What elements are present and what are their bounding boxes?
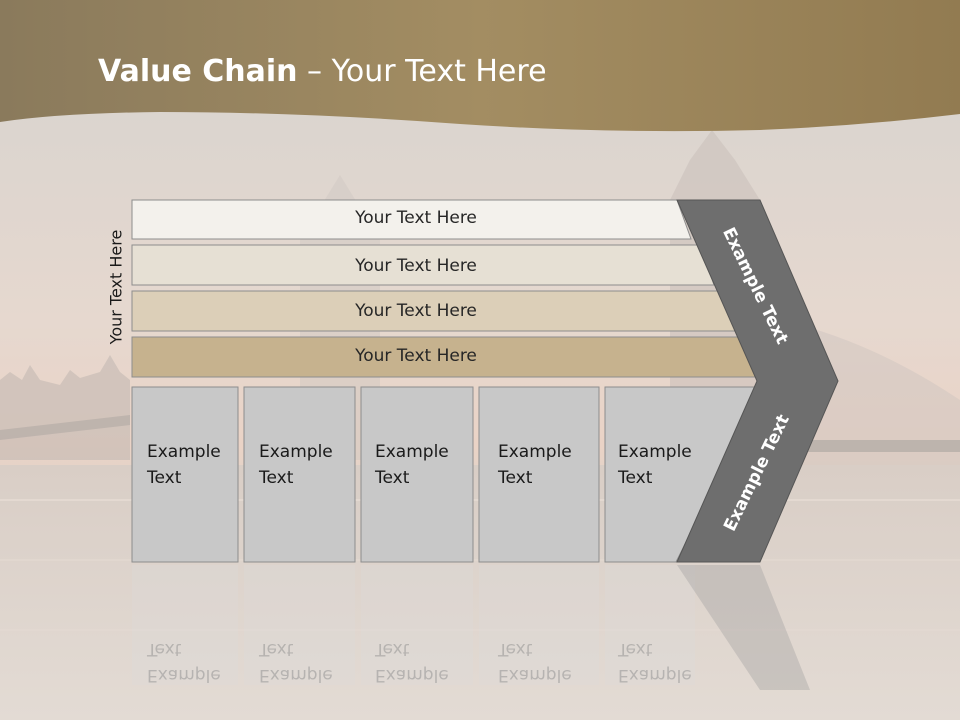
box-5-reflection: Example Text xyxy=(618,636,718,688)
box-3-reflection: Example Text xyxy=(375,636,475,688)
box-2-reflection: Example Text xyxy=(259,636,359,688)
box-2-shape xyxy=(243,386,356,563)
title-rest: – Your Text Here xyxy=(297,54,547,89)
box-4-reflection-line-1: Example xyxy=(498,665,572,685)
side-label: Your Text Here xyxy=(106,229,126,345)
box-4-shape xyxy=(478,386,600,563)
box-2-reflection-line-1: Example xyxy=(259,665,333,685)
box-4-line-1: Example xyxy=(498,442,572,462)
box-5-line-2: Text xyxy=(618,468,653,488)
box-4-line-2: Text xyxy=(498,468,533,488)
chevron-shape xyxy=(676,199,839,563)
band-1-shape xyxy=(131,199,692,240)
band-3-label: Your Text Here xyxy=(355,301,477,321)
band-2-label: Your Text Here xyxy=(355,256,477,276)
box-4-reflection-line-2: Text xyxy=(498,639,533,659)
band-4-label: Your Text Here xyxy=(355,346,477,366)
band-2-shape xyxy=(131,244,715,286)
box-3-shape xyxy=(360,386,474,563)
box-3-line-1: Example xyxy=(375,442,449,462)
slide-title: Value Chain – Your Text Here xyxy=(98,54,547,89)
box-5-line-1: Example xyxy=(618,442,692,462)
box-3-reflection-line-1: Example xyxy=(375,665,449,685)
box-1-line-1: Example xyxy=(147,442,221,462)
title-bold: Value Chain xyxy=(98,54,298,89)
box-1-reflection-line-1: Example xyxy=(147,665,221,685)
box-3-line-2: Text xyxy=(375,468,410,488)
box-1-shape xyxy=(131,386,239,563)
box-5-reflection-line-2: Text xyxy=(618,639,653,659)
box-3-reflection-line-2: Text xyxy=(375,639,410,659)
box-2-line-2: Text xyxy=(259,468,294,488)
box-2-line-1: Example xyxy=(259,442,333,462)
band-1-label: Your Text Here xyxy=(355,208,477,228)
box-1-line-2: Text xyxy=(147,468,182,488)
box-1-reflection: Example Text xyxy=(147,636,247,688)
box-2-reflection-line-2: Text xyxy=(259,639,294,659)
box-4-reflection: Example Text xyxy=(498,636,598,688)
box-1-reflection-line-2: Text xyxy=(147,639,182,659)
box-5-reflection-line-1: Example xyxy=(618,665,692,685)
